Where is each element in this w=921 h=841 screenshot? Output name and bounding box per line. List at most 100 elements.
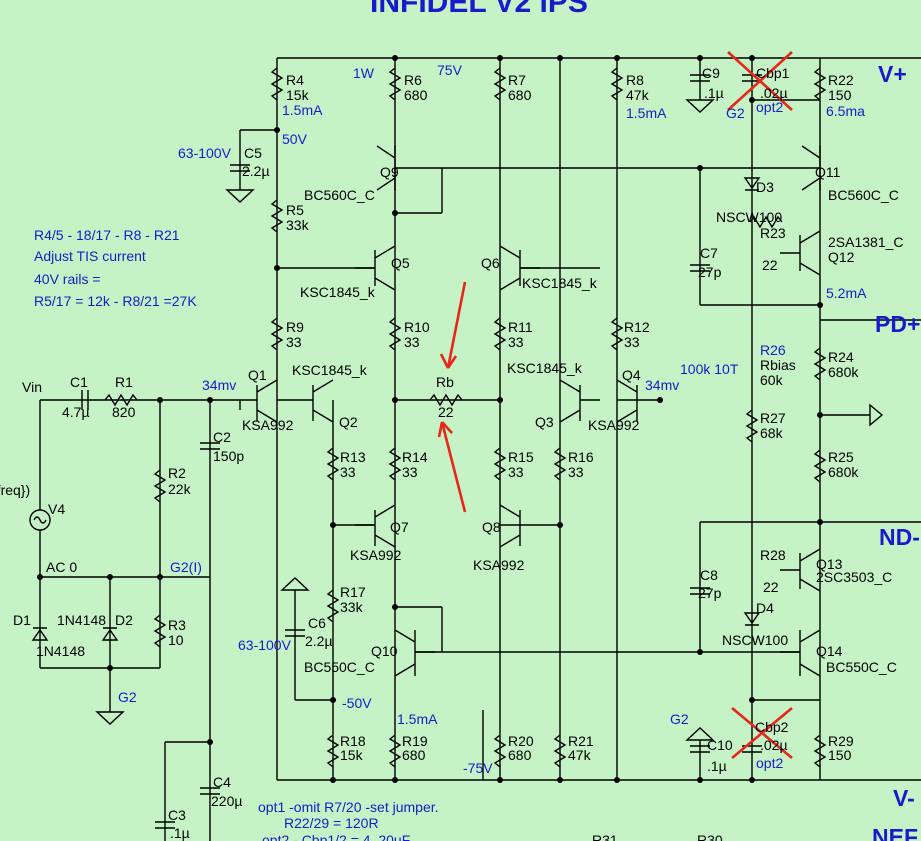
svg-text:R11: R11	[508, 319, 533, 335]
svg-text:R12: R12	[624, 319, 650, 335]
svg-text:G2: G2	[118, 689, 137, 705]
svg-text:34mv: 34mv	[645, 377, 679, 393]
rail-nef: NEF	[872, 824, 918, 841]
svg-text:BC560C_C: BC560C_C	[828, 187, 899, 203]
svg-text:60k: 60k	[760, 372, 784, 388]
junction-dots	[37, 55, 823, 783]
svg-text:C3: C3	[168, 807, 186, 823]
cbp2-cross-icon	[731, 707, 793, 759]
red-annotations	[437, 51, 793, 759]
svg-text:R29: R29	[828, 733, 854, 749]
svg-text:Q6: Q6	[481, 255, 500, 271]
svg-text:.02µ: .02µ	[760, 737, 788, 753]
rail-vplus: V+	[878, 61, 907, 87]
svg-text:D4: D4	[756, 600, 774, 616]
svg-text:R7: R7	[508, 72, 526, 88]
svg-text:R2: R2	[168, 465, 186, 481]
svg-text:33: 33	[568, 464, 584, 480]
svg-text:Q5: Q5	[391, 255, 410, 271]
svg-text:75V: 75V	[437, 62, 463, 78]
svg-text:C2: C2	[213, 429, 231, 445]
svg-text:680k: 680k	[828, 364, 859, 380]
svg-text:150p: 150p	[213, 448, 244, 464]
svg-text:1N4148: 1N4148	[57, 612, 106, 628]
r31-label: R31	[592, 832, 618, 841]
svg-text:63-100V: 63-100V	[178, 145, 232, 161]
svg-text:G2(I): G2(I)	[170, 559, 202, 575]
svg-text:680: 680	[404, 87, 428, 103]
svg-text:680: 680	[508, 87, 532, 103]
svg-text:Adjust TIS current: Adjust TIS current	[34, 248, 146, 264]
svg-text:Q3: Q3	[535, 414, 554, 430]
svg-text:1N4148: 1N4148	[36, 643, 85, 659]
svg-text:Q2: Q2	[339, 414, 358, 430]
svg-text:R10: R10	[404, 319, 430, 335]
svg-text:opt2 - Cbp1/2 = 4. 20uF: opt2 - Cbp1/2 = 4. 20uF	[262, 832, 410, 841]
svg-text:.1µ: .1µ	[170, 825, 190, 841]
svg-text:R1: R1	[115, 374, 133, 390]
svg-text:Q9: Q9	[380, 164, 399, 180]
svg-text:Q14: Q14	[816, 643, 843, 659]
svg-text:2.2µ: 2.2µ	[242, 163, 270, 179]
svg-text:R13: R13	[340, 449, 366, 465]
svg-text:KSA992: KSA992	[473, 557, 525, 573]
svg-text:2SC3503_C: 2SC3503_C	[816, 569, 892, 585]
svg-text:-50V: -50V	[342, 695, 372, 711]
svg-text:R23: R23	[760, 225, 786, 241]
transistor-symbols	[240, 145, 821, 677]
svg-text:820: 820	[112, 404, 136, 420]
svg-text:KSC1845_k: KSC1845_k	[522, 275, 598, 291]
svg-text:33: 33	[624, 334, 640, 350]
svg-text:50V: 50V	[282, 131, 308, 147]
svg-text:1.5mA: 1.5mA	[282, 102, 323, 118]
svg-text:100k 10T: 100k 10T	[680, 361, 739, 377]
rail-nd: ND-	[879, 524, 920, 550]
svg-text:Q8: Q8	[482, 519, 501, 535]
svg-text:33k: 33k	[286, 217, 310, 233]
svg-text:Rb: Rb	[436, 374, 454, 390]
svg-text:680k: 680k	[828, 464, 859, 480]
title: INFIDEL V2 IPS	[370, 0, 588, 19]
svg-text:15k: 15k	[340, 747, 364, 763]
svg-text:C7: C7	[700, 245, 718, 261]
svg-text:D1: D1	[13, 612, 31, 628]
svg-text:C4: C4	[213, 774, 231, 790]
svg-text:R4: R4	[286, 72, 304, 88]
svg-text:C5: C5	[244, 145, 262, 161]
svg-text:BC550C_C: BC550C_C	[304, 659, 375, 675]
freq-label: {freq})	[0, 482, 30, 498]
svg-text:Q13: Q13	[816, 556, 843, 572]
blue-annotations: 1W 75V 1.5mA 1.5mA 1.5mA 50V 63-100V 63-…	[118, 62, 867, 776]
svg-text:R21: R21	[568, 733, 594, 749]
svg-text:BC560C_C: BC560C_C	[304, 187, 375, 203]
svg-text:R22: R22	[828, 72, 854, 88]
svg-text:33: 33	[286, 334, 302, 350]
svg-text:BC550C_C: BC550C_C	[826, 659, 897, 675]
svg-text:NSCW100: NSCW100	[716, 209, 782, 225]
svg-text:KSA992: KSA992	[350, 547, 402, 563]
svg-text:C6: C6	[308, 615, 326, 631]
svg-text:R4/5 - 18/17 - R8 - R21: R4/5 - 18/17 - R8 - R21	[34, 227, 180, 243]
svg-text:680: 680	[508, 747, 532, 763]
svg-text:Cbp2: Cbp2	[755, 719, 789, 735]
svg-text:R5/17 = 12k - R8/21 =27K: R5/17 = 12k - R8/21 =27K	[34, 293, 197, 309]
svg-text:Q1: Q1	[248, 367, 267, 383]
vin-label: Vin	[22, 379, 42, 395]
svg-text:33: 33	[508, 464, 524, 480]
svg-text:R15: R15	[508, 449, 534, 465]
svg-text:Q10: Q10	[371, 643, 398, 659]
svg-text:KSC1845_k: KSC1845_k	[292, 362, 368, 378]
svg-text:2.2µ: 2.2µ	[305, 633, 333, 649]
svg-text:D3: D3	[756, 179, 774, 195]
svg-text:R6: R6	[404, 72, 422, 88]
svg-text:Rbias: Rbias	[760, 357, 796, 373]
svg-text:R16: R16	[568, 449, 594, 465]
svg-text:.1µ: .1µ	[704, 85, 724, 101]
svg-text:5.2mA: 5.2mA	[826, 285, 867, 301]
svg-text:R17: R17	[340, 584, 366, 600]
option-notes: opt1 -omit R7/20 -set jumper. R22/29 = 1…	[258, 799, 439, 841]
svg-text:C10: C10	[707, 737, 733, 753]
